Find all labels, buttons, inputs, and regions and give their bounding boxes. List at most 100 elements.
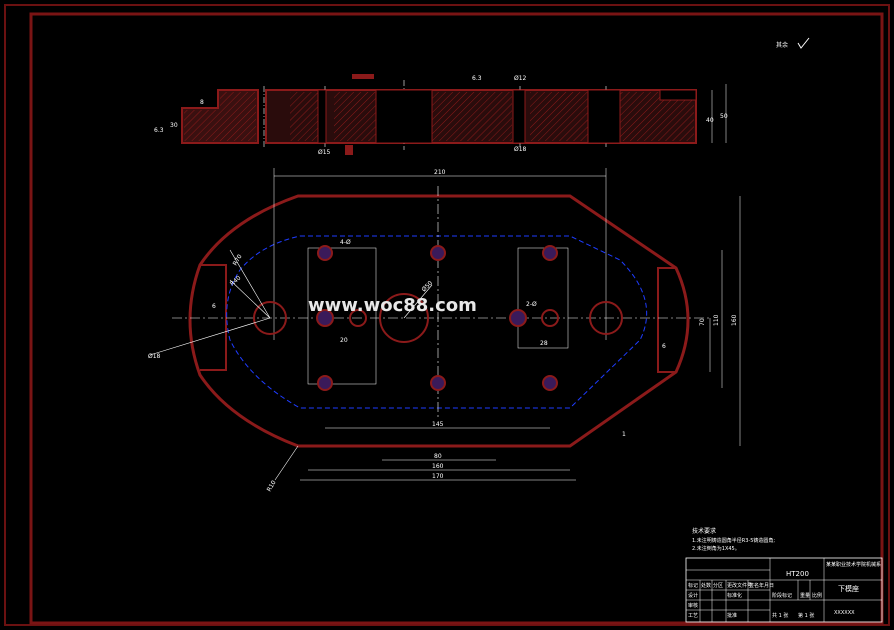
dim-r10: R10 xyxy=(266,479,278,493)
section-marker xyxy=(352,74,374,79)
pin-hole xyxy=(541,309,559,327)
pocket-outline xyxy=(307,247,377,385)
weight-label: 重量 xyxy=(800,592,810,599)
plan-view: 210 xyxy=(148,168,741,493)
section-pin xyxy=(345,145,353,155)
bolt-hole xyxy=(542,375,558,391)
technical-notes: 技术要求 1.未注明铸造圆角半径R3-5铸造圆角; 2.未注倒角为1X45。 xyxy=(692,527,775,552)
hole-note-left: 4-Ø xyxy=(340,239,351,246)
center-bore xyxy=(379,293,429,343)
leader-line xyxy=(403,284,433,319)
drawing-border xyxy=(29,12,884,625)
dim-twenty-eight: 28 xyxy=(540,340,548,347)
leader-line xyxy=(229,279,271,319)
pin-hole xyxy=(349,309,367,327)
left-lug xyxy=(200,264,227,371)
dim-phi50: Ø50 xyxy=(420,280,434,294)
section-bore xyxy=(587,89,621,144)
leader-line xyxy=(229,249,271,319)
approve-label: 批准 xyxy=(727,612,737,619)
row-label-zone: 分区 xyxy=(713,582,723,589)
leader-line xyxy=(149,317,271,356)
dim-six-right: 6 xyxy=(662,343,666,350)
hatch-region xyxy=(184,110,256,141)
pin-hole xyxy=(316,309,334,327)
dim-height-left: 30 xyxy=(170,122,178,129)
sheet-no: 第 1 张 xyxy=(798,612,814,619)
dim-overall-length: 210 xyxy=(434,169,446,176)
pin-hole xyxy=(509,309,527,327)
dim-phi12: Ø12 xyxy=(514,75,527,82)
dim-six-left: 6 xyxy=(212,303,216,310)
dim-height-50: 50 xyxy=(720,113,728,120)
bolt-hole xyxy=(430,375,446,391)
section-step xyxy=(659,89,697,101)
hatch-region xyxy=(334,92,376,141)
hidden-outline xyxy=(226,235,648,409)
check-label: 审核 xyxy=(688,602,698,609)
title-block: HT200 某某职业技术学院机械系 下模座 XXXXXX 标记 处数 分区 更改… xyxy=(685,557,883,623)
leader-line xyxy=(274,445,299,481)
dim-eighty: 80 xyxy=(434,453,442,460)
section-hole xyxy=(512,89,526,144)
dim-phi15: Ø15 xyxy=(318,149,331,156)
section-view: 6.3 8 30 Ø15 Ø12 Ø18 6.3 40 50 xyxy=(154,74,728,156)
material-text: HT200 xyxy=(786,570,809,578)
holes xyxy=(253,245,623,391)
stage-label: 阶段标记 xyxy=(772,592,792,599)
hatch-region xyxy=(220,92,256,110)
guide-hole xyxy=(589,301,623,335)
dim-one-sixty-bottom: 160 xyxy=(432,463,444,470)
roughness-note: 其余 xyxy=(776,37,810,49)
scale-label: 比例 xyxy=(812,592,822,599)
dim-r70: R70 xyxy=(232,253,244,267)
row-label-change: 更改文件号 xyxy=(727,582,752,589)
company-text: 某某职业技术学院机械系 xyxy=(826,561,881,568)
sheet-total: 共 1 张 xyxy=(772,612,788,619)
guide-hole xyxy=(253,301,287,335)
dim-ra-mid: 6.3 xyxy=(472,75,482,82)
section-hole xyxy=(317,89,327,144)
watermark: www.woc88.com xyxy=(308,295,477,316)
bolt-hole xyxy=(542,245,558,261)
row-label-count: 处数 xyxy=(701,582,711,589)
dim-one-seventy: 170 xyxy=(432,473,444,480)
hole-note-right: 2-Ø xyxy=(526,301,537,308)
row-label-sign: 签名 xyxy=(749,582,759,589)
section-bore xyxy=(375,89,433,144)
dim-one-ten: 110 xyxy=(713,314,720,326)
right-lug xyxy=(657,267,676,373)
pocket-outline xyxy=(517,247,569,349)
notes-line-2: 2.未注倒角为1X45。 xyxy=(692,545,740,552)
bolt-hole xyxy=(430,245,446,261)
notes-line-1: 1.未注明铸造圆角半径R3-5铸造圆角; xyxy=(692,537,775,544)
standard-label: 标准化 xyxy=(727,592,742,599)
hatch-region xyxy=(530,92,588,141)
drawing-no-text: XXXXXX xyxy=(834,610,855,616)
roughness-note-text: 其余 xyxy=(776,41,788,49)
notes-heading: 技术要求 xyxy=(692,527,716,535)
bolt-hole xyxy=(317,245,333,261)
dim-seventy: 70 xyxy=(699,318,706,326)
dim-phi18: Ø18 xyxy=(148,353,161,360)
roughness-check-icon xyxy=(797,37,810,49)
dim-one-small: 1 xyxy=(622,431,626,438)
dim-one-sixty: 160 xyxy=(731,314,738,326)
base-outline xyxy=(188,194,690,448)
row-label-date: 年月日 xyxy=(759,582,774,589)
outer-frame xyxy=(4,4,890,626)
part-name-text: 下模座 xyxy=(838,584,859,593)
hatch-region xyxy=(432,92,512,141)
dim-step: 8 xyxy=(200,99,204,106)
dim-ra-left: 6.3 xyxy=(154,127,164,134)
row-label-mark: 标记 xyxy=(688,582,698,589)
bolt-hole xyxy=(317,375,333,391)
dim-height-40: 40 xyxy=(706,117,714,124)
dim-twenty: 20 xyxy=(340,337,348,344)
dim-one-forty-five: 145 xyxy=(432,421,444,428)
process-label: 工艺 xyxy=(688,613,698,619)
design-label: 设计 xyxy=(688,592,698,599)
dim-phi18: Ø18 xyxy=(514,146,527,153)
hatch-region xyxy=(290,92,318,141)
